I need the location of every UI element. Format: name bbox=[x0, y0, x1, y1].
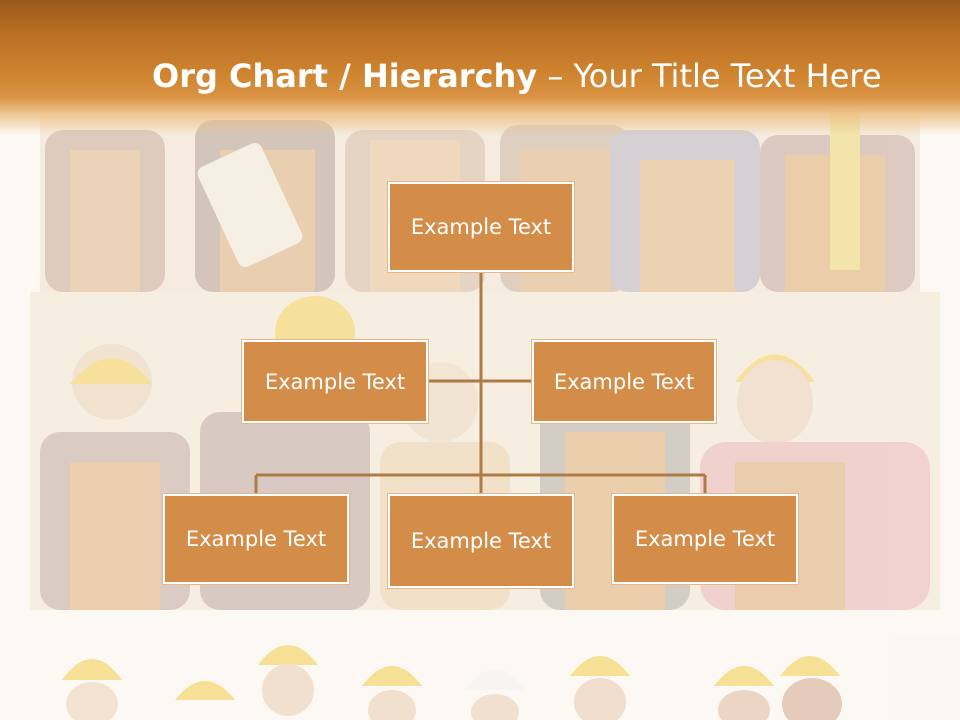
title-bold: Org Chart / Hierarchy bbox=[152, 57, 538, 95]
org-node-assistant-left-label: Example Text bbox=[264, 369, 406, 394]
org-node-subordinate-1[interactable]: Example Text bbox=[163, 494, 349, 584]
org-node-assistant-right-label: Example Text bbox=[553, 369, 695, 394]
background-photo-bottom bbox=[0, 620, 960, 720]
org-node-subordinate-1-label: Example Text bbox=[185, 527, 327, 551]
org-node-subordinate-3-label: Example Text bbox=[634, 527, 776, 551]
org-node-subordinate-2[interactable]: Example Text bbox=[388, 494, 574, 588]
title-separator: – bbox=[537, 57, 574, 95]
slide-title[interactable]: Org Chart / Hierarchy – Your Title Text … bbox=[152, 52, 882, 100]
title-rest: Your Title Text Here bbox=[573, 57, 882, 95]
org-node-assistant-right[interactable]: Example Text bbox=[532, 340, 716, 423]
org-node-subordinate-2-label: Example Text bbox=[410, 529, 552, 553]
org-node-top-label: Example Text bbox=[410, 215, 552, 239]
org-node-subordinate-3[interactable]: Example Text bbox=[612, 494, 798, 584]
title-bar bbox=[0, 0, 960, 135]
org-node-assistant-left[interactable]: Example Text bbox=[242, 340, 428, 423]
org-node-top[interactable]: Example Text bbox=[388, 182, 574, 272]
